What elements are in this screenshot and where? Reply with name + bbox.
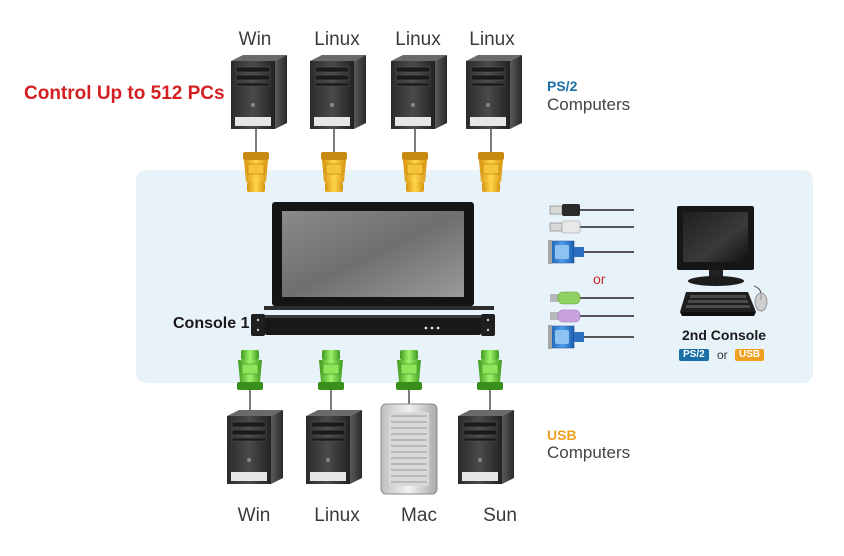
second-console-usb-cables (547, 204, 634, 265)
ps2-group-label: Computers (547, 95, 631, 114)
top-cables (255, 129, 492, 152)
ps2-group-tag: PS/2 (547, 78, 578, 94)
computer-tower-linux-2 (390, 54, 448, 130)
computer-tower-linux-bottom (305, 409, 363, 485)
bottom-computer-label-2: Linux (314, 505, 360, 526)
second-console-monitor (677, 206, 754, 286)
usb-badge: USB (735, 349, 765, 361)
lcd-console-monitor (264, 202, 494, 310)
mouse-icon (753, 285, 768, 312)
bottom-cables (249, 389, 491, 410)
computer-tower-linux-3 (465, 54, 523, 130)
top-computer-label-3: Linux (395, 29, 441, 50)
kvm-switch-drawer (251, 314, 495, 336)
bottom-computer-label-4: Sun (483, 505, 517, 526)
usb-group-label: Computers (547, 443, 631, 462)
top-computer-label-1: Win (238, 29, 272, 50)
top-computer-label-2: Linux (314, 29, 360, 50)
computer-tower-win-top (230, 54, 288, 130)
ps2-badge: PS/2 (679, 349, 709, 361)
second-console-or: or (717, 348, 728, 362)
computer-tower-sun (457, 409, 515, 485)
bottom-computer-label-3: Mac (401, 505, 437, 526)
console1-label: Console 1 (173, 315, 250, 332)
second-console-ps2-cables (547, 291, 634, 350)
bottom-computer-label-1: Win (237, 505, 271, 526)
computer-tower-linux-1 (309, 54, 367, 130)
keyboard-icon (680, 292, 756, 316)
usb-group-tag: USB (547, 427, 577, 443)
second-console-title: 2nd Console (682, 327, 767, 343)
computer-tower-win-bottom (226, 409, 284, 485)
top-computer-label-4: Linux (469, 29, 515, 50)
headline: Control Up to 512 PCs (24, 83, 225, 104)
or-separator: or (593, 271, 606, 287)
computer-tower-mac (380, 403, 438, 495)
